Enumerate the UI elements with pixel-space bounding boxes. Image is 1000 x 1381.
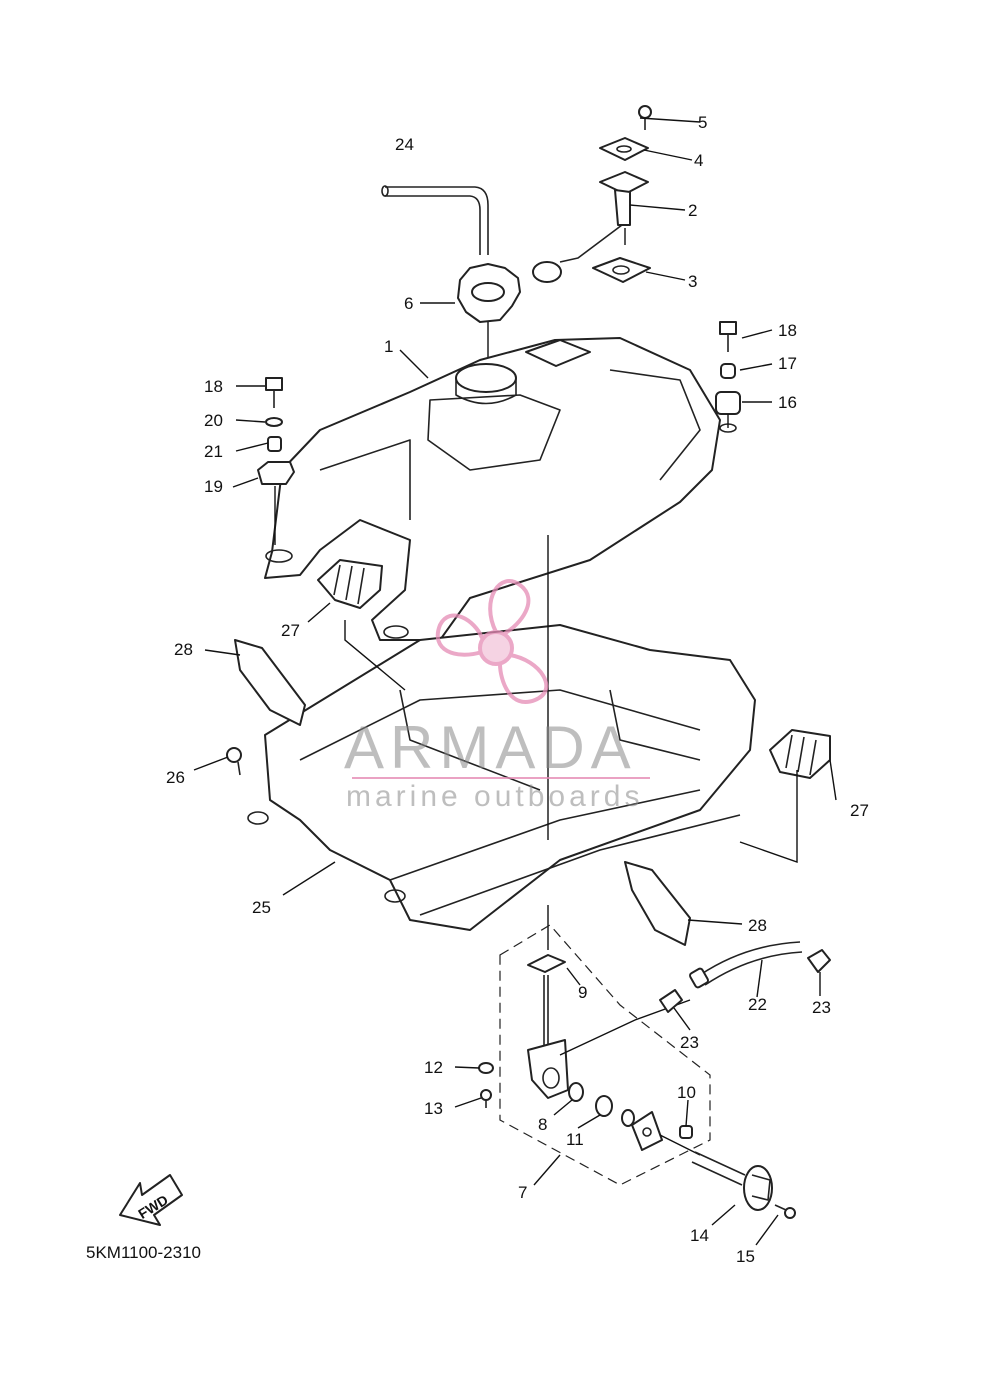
part-24-breather-hose bbox=[381, 185, 489, 255]
callout-25: 25 bbox=[252, 898, 271, 917]
callout-5: 5 bbox=[698, 113, 707, 132]
callout-19: 19 bbox=[204, 477, 223, 496]
callout-3: 3 bbox=[688, 272, 697, 291]
part-9-gasket bbox=[527, 954, 566, 973]
part-22-fuel-hose bbox=[689, 941, 803, 989]
callout-10: 10 bbox=[677, 1083, 696, 1102]
part-12-washer bbox=[478, 1062, 494, 1074]
callout-12: 12 bbox=[424, 1058, 443, 1077]
callout-4: 4 bbox=[694, 151, 703, 170]
washer-ring bbox=[621, 1109, 635, 1127]
callout-11: 11 bbox=[566, 1130, 584, 1149]
part-19-grommet bbox=[257, 461, 295, 545]
diagram-code: 5KM1100-2310 bbox=[86, 1243, 201, 1262]
callout-28-upper: 28 bbox=[174, 640, 193, 659]
part-18-bolt-right bbox=[719, 321, 737, 352]
watermark-brand: ARMADA bbox=[344, 714, 637, 781]
watermark: ARMADA marine outboards bbox=[344, 579, 650, 813]
callout-18-right: 18 bbox=[778, 321, 797, 340]
fuel-cock-plate bbox=[631, 1111, 663, 1151]
part-27-damper-left bbox=[317, 559, 383, 609]
callout-16: 16 bbox=[778, 393, 797, 412]
callout-20: 20 bbox=[204, 411, 223, 430]
part-26-clip bbox=[226, 747, 242, 776]
part-13-screw bbox=[480, 1089, 492, 1108]
part-23-clamp-right bbox=[807, 949, 831, 973]
callout-26: 26 bbox=[166, 768, 185, 787]
part-11-o-ring bbox=[595, 1095, 613, 1117]
fuel-cock-body bbox=[527, 975, 691, 1099]
part-28-pad-lower bbox=[624, 861, 691, 946]
fwd-arrow-icon: FWD bbox=[119, 1174, 183, 1226]
callout-27-left: 27 bbox=[281, 621, 300, 640]
callout-23-left: 23 bbox=[680, 1033, 699, 1052]
part-21-collar bbox=[267, 436, 282, 452]
part-2-sender-unit bbox=[532, 171, 649, 283]
part-18-bolt-left bbox=[265, 377, 283, 408]
callout-1: 1 bbox=[384, 337, 393, 356]
callout-6: 6 bbox=[404, 294, 413, 313]
callout-28-lower: 28 bbox=[748, 916, 767, 935]
callout-27-right: 27 bbox=[850, 801, 869, 820]
part-8-seal bbox=[568, 1082, 584, 1102]
callout-14: 14 bbox=[690, 1226, 709, 1245]
part-15-screw bbox=[774, 1204, 796, 1219]
callout-8: 8 bbox=[538, 1115, 547, 1134]
part-6-fuel-cap bbox=[457, 263, 521, 360]
part-14-lever bbox=[659, 1134, 773, 1211]
part-10-screw bbox=[679, 1125, 693, 1139]
part-23-clamp-left bbox=[659, 989, 683, 1013]
callout-17: 17 bbox=[778, 354, 797, 373]
callout-23-right: 23 bbox=[812, 998, 831, 1017]
callout-2: 2 bbox=[688, 201, 697, 220]
callout-9: 9 bbox=[578, 983, 587, 1002]
callout-7: 7 bbox=[518, 1183, 527, 1202]
callout-21: 21 bbox=[204, 442, 223, 461]
part-3-gasket bbox=[592, 257, 651, 283]
propeller-logo-icon bbox=[435, 579, 549, 704]
part-20-washer bbox=[265, 417, 283, 427]
part-17-collar bbox=[720, 363, 736, 379]
part-4-plate bbox=[599, 137, 649, 161]
callout-22: 22 bbox=[748, 995, 767, 1014]
part-27-damper-right bbox=[769, 729, 831, 779]
part-16-damper bbox=[715, 391, 741, 428]
watermark-tagline: marine outboards bbox=[346, 780, 643, 813]
callout-15: 15 bbox=[736, 1247, 755, 1266]
part-1-fuel-tank bbox=[264, 337, 737, 641]
callout-18-left: 18 bbox=[204, 377, 223, 396]
part-28-pad-upper bbox=[234, 639, 306, 726]
callout-24: 24 bbox=[395, 135, 414, 154]
callout-13: 13 bbox=[424, 1099, 443, 1118]
